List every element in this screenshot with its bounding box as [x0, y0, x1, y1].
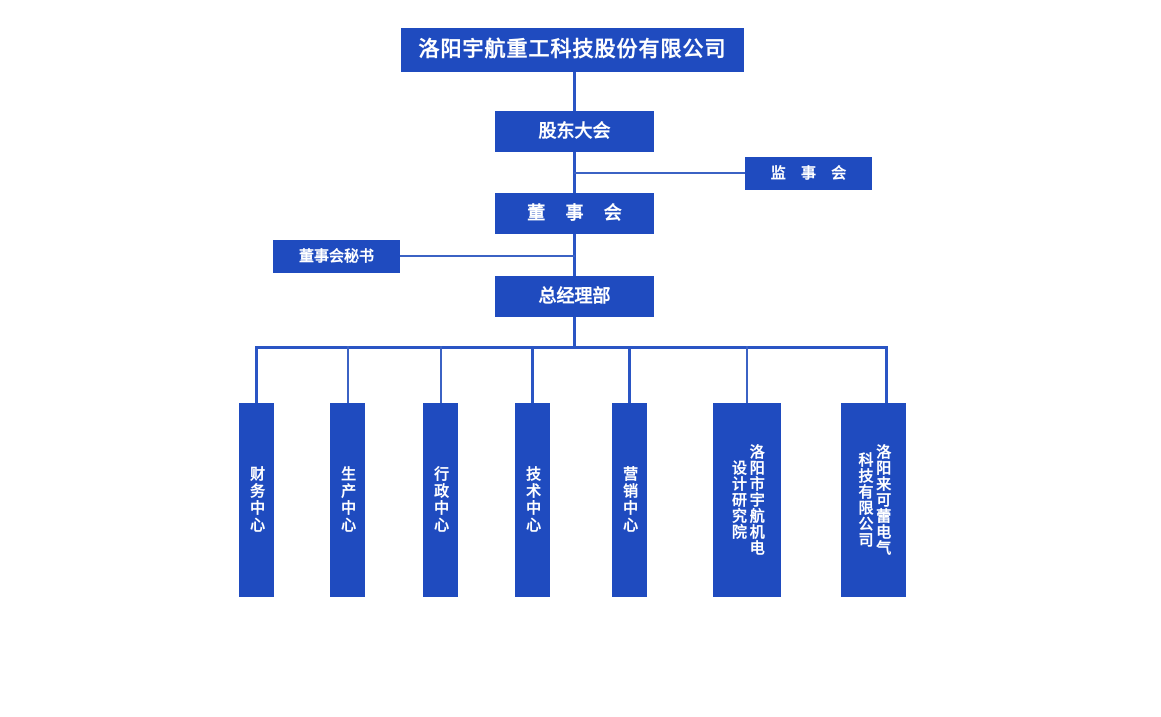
node-board-secretary[interactable]: 董事会秘书 [273, 240, 400, 273]
node-production-center[interactable]: 生产中心 [330, 403, 365, 597]
luoyang-laikelei-electric-label-col2: 科技有限公司 [856, 452, 875, 548]
node-technology-center[interactable]: 技术中心 [515, 403, 550, 597]
production-center-label: 生产中心 [339, 466, 358, 534]
node-luoyang-laikelei-electric[interactable]: 科技有限公司 洛阳来可蕾电气 [841, 403, 906, 597]
node-board-of-directors[interactable]: 董 事 会 [495, 193, 654, 234]
connector-root-to-shareholders [573, 71, 576, 112]
connector-to-board-secretary [399, 255, 575, 257]
administration-center-label: 行政中心 [432, 466, 451, 534]
drop-technology-center [531, 346, 534, 404]
connector-to-supervisory-board [574, 172, 746, 174]
marketing-center-label: 营销中心 [621, 466, 640, 534]
drop-production-center [347, 346, 349, 404]
node-administration-center[interactable]: 行政中心 [423, 403, 458, 597]
node-luoyang-yuhang-institute[interactable]: 设计研究院 洛阳市宇航机电 [713, 403, 781, 597]
connector-gm-to-bus [573, 316, 576, 348]
drop-marketing-center [628, 346, 631, 404]
node-shareholders-meeting[interactable]: 股东大会 [495, 111, 654, 152]
luoyang-laikelei-electric-label-col1: 洛阳来可蕾电气 [874, 444, 893, 556]
finance-center-label: 财务中心 [248, 466, 267, 534]
drop-luoyang-yuhang-institute [746, 346, 748, 404]
node-general-manager-office[interactable]: 总经理部 [495, 276, 654, 317]
drop-finance-center [255, 346, 258, 404]
node-supervisory-board[interactable]: 监 事 会 [745, 157, 872, 190]
drop-administration-center [440, 346, 442, 404]
node-marketing-center[interactable]: 营销中心 [612, 403, 647, 597]
node-finance-center[interactable]: 财务中心 [239, 403, 274, 597]
luoyang-yuhang-institute-label-col1: 洛阳市宇航机电 [747, 444, 766, 556]
luoyang-yuhang-institute-label-col2: 设计研究院 [730, 460, 748, 540]
technology-center-label: 技术中心 [524, 466, 543, 534]
drop-luoyang-laikelei-electric [885, 346, 888, 404]
node-root-company[interactable]: 洛阳宇航重工科技股份有限公司 [401, 28, 744, 72]
department-bus-line [255, 346, 888, 349]
